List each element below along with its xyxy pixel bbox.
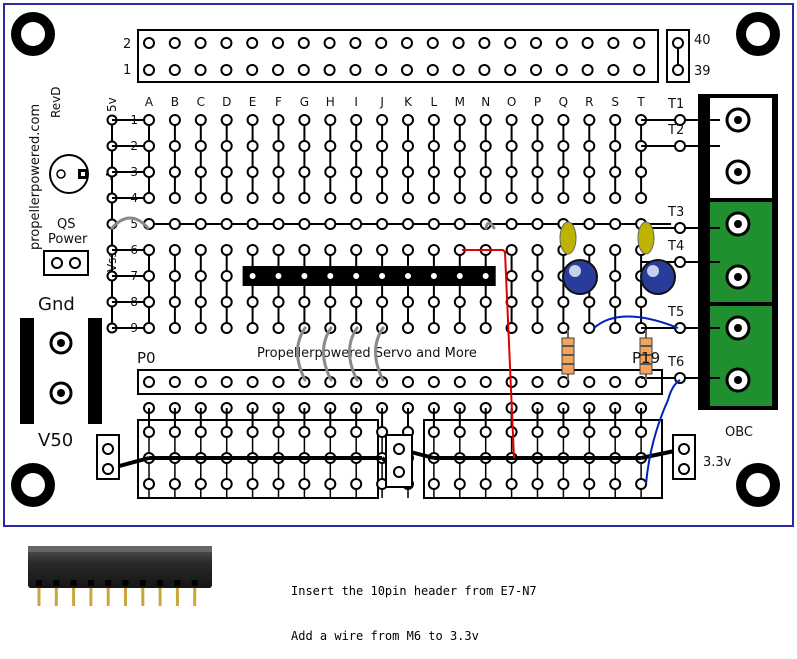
- power-jumper: [43, 250, 89, 276]
- resistor-t: [639, 330, 653, 380]
- header-photo: [28, 546, 212, 606]
- column-label: N: [481, 95, 490, 109]
- wire-i9-p: [348, 326, 359, 382]
- top-header-row2-label: 2: [123, 37, 131, 52]
- terminal-label: T5: [667, 305, 684, 320]
- wire-n5: [484, 221, 496, 230]
- column-label: A: [145, 95, 154, 109]
- pin-40-label: 40: [694, 33, 711, 48]
- column-label: S: [611, 95, 619, 109]
- column-label: R: [585, 95, 593, 109]
- instruction-line-2: Add a wire from M6 to 3.3v: [291, 629, 479, 643]
- column-label: H: [326, 95, 335, 109]
- column-label: M: [455, 95, 465, 109]
- column-label: G: [300, 95, 309, 109]
- p-header-holes: [143, 376, 648, 388]
- capacitor-yellow-t: [637, 221, 655, 255]
- v50-label: V50: [38, 430, 73, 451]
- top-header-holes: [143, 37, 646, 76]
- column-label: F: [275, 95, 282, 109]
- wire-g9-p: [296, 326, 307, 382]
- obc-label: OBC: [725, 425, 753, 440]
- terminal-label: T2: [667, 123, 684, 138]
- capacitor-yellow-q: [559, 221, 577, 255]
- instructions-text: Insert the 10pin header from E7-N7 Add a…: [291, 554, 537, 659]
- qs-label: QS: [57, 217, 75, 232]
- column-label: T: [636, 95, 645, 109]
- column-labels: A B C D E F G H I J K L M N O P Q R S T: [145, 95, 646, 109]
- row-label: 5: [130, 217, 138, 231]
- revision-label: RevD: [49, 86, 63, 118]
- top-header-frame: [137, 29, 659, 83]
- wire-vss-jumper: [110, 216, 150, 230]
- terminal-label: T3: [667, 205, 684, 220]
- wire-h9-p: [322, 326, 333, 382]
- column-label: C: [197, 95, 205, 109]
- rail-5v-label: 5v: [105, 97, 119, 112]
- column-label: B: [171, 95, 179, 109]
- middle-servo-jumper: [385, 434, 413, 488]
- column-label: D: [222, 95, 231, 109]
- ten-pin-header-component: [242, 266, 496, 286]
- proto-grid: [106, 114, 672, 334]
- column-label: P: [534, 95, 541, 109]
- column-label: K: [404, 95, 413, 109]
- mounting-holes: [11, 12, 780, 507]
- terminal-label: T6: [667, 355, 684, 370]
- gnd-label: Gnd: [38, 294, 75, 315]
- power-label: Power: [48, 232, 88, 247]
- resistor-q: [561, 330, 575, 380]
- capacitor-blue-q: [562, 259, 598, 295]
- p-header-frame: [137, 369, 663, 395]
- breadboard-diagram: 2 1 40 39 propellerpowered.com RevD 5v V…: [3, 3, 794, 527]
- p0-label: P0: [137, 349, 156, 367]
- wire-j9-p: [374, 326, 385, 382]
- section-label: Propellerpowered Servo and More: [257, 346, 477, 361]
- column-label: L: [431, 95, 438, 109]
- gray-wires: [110, 216, 496, 382]
- header-photo-pins: [36, 580, 198, 606]
- pin-39-label: 39: [694, 64, 711, 79]
- header-39-40-frame: [666, 29, 690, 83]
- website-label: propellerpowered.com: [28, 104, 43, 250]
- instruction-line-1: Insert the 10pin header from E7-N7: [291, 584, 537, 598]
- wire-blue-r9-t5: [593, 315, 679, 329]
- wire-red-m6-33v: [462, 249, 515, 459]
- terminal-label: T4: [667, 239, 684, 254]
- column-label: O: [507, 95, 516, 109]
- terminal-label: T1: [667, 97, 684, 112]
- obc-screws: [725, 107, 751, 393]
- v33-label: 3.3v: [703, 455, 732, 470]
- column-label: Q: [559, 95, 568, 109]
- wire-blue-t6-33v: [645, 379, 681, 485]
- p19-label: P19: [632, 349, 660, 367]
- column-label: J: [379, 95, 384, 109]
- column-label: E: [249, 95, 257, 109]
- capacitor-blue-t: [640, 259, 676, 295]
- top-header-row1-label: 1: [123, 63, 131, 78]
- column-label: I: [354, 95, 358, 109]
